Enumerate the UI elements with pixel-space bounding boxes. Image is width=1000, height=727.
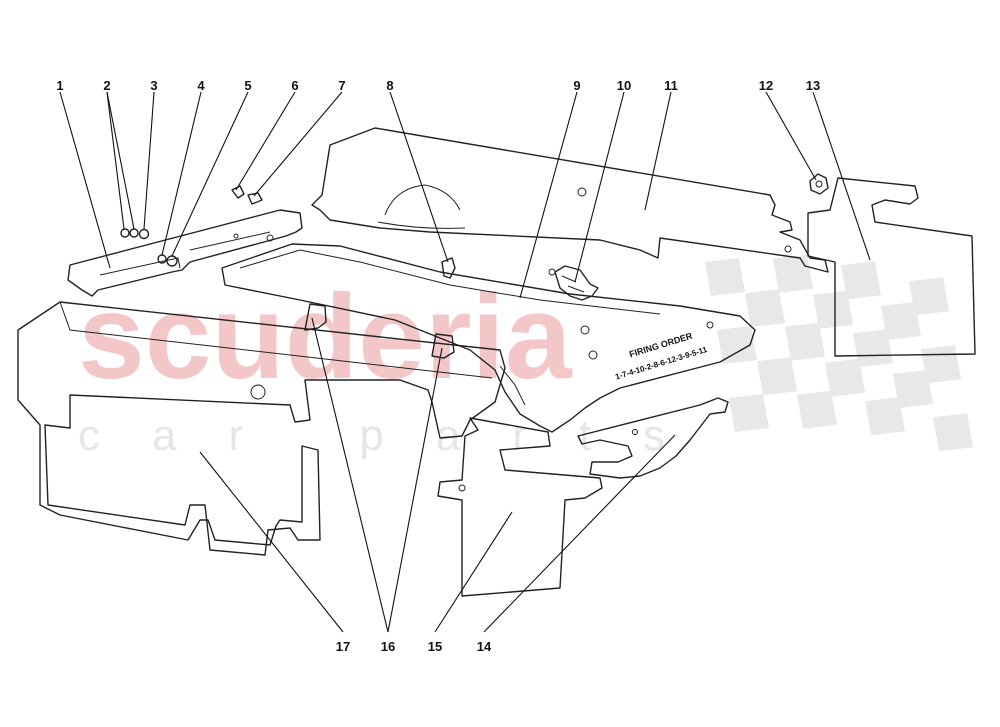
checkered-flag-watermark xyxy=(705,254,973,452)
checker-square xyxy=(865,397,905,436)
checker-square xyxy=(881,302,921,340)
callout-17: 17 xyxy=(336,639,350,654)
checker-square xyxy=(785,322,825,361)
callout-2: 2 xyxy=(103,78,110,93)
checker-square xyxy=(853,329,893,368)
callout-9: 9 xyxy=(573,78,580,93)
leader-lines xyxy=(59,91,871,633)
callout-1: 1 xyxy=(56,78,63,93)
side-panel-13 xyxy=(807,177,976,357)
checker-square xyxy=(797,390,837,429)
checker-square xyxy=(841,261,881,300)
callout-8: 8 xyxy=(386,78,393,93)
checker-square xyxy=(909,277,949,316)
callout-16: 16 xyxy=(381,639,395,654)
watermark-brand: scuderia xyxy=(78,270,573,404)
small-fasteners xyxy=(120,185,263,267)
callout-6: 6 xyxy=(291,78,298,93)
rear-panel-1 xyxy=(67,209,303,297)
callout-15: 15 xyxy=(428,639,442,654)
engine-cover-panel-11 xyxy=(311,127,829,273)
callout-3: 3 xyxy=(150,78,157,93)
checker-square xyxy=(745,289,785,328)
callout-7: 7 xyxy=(338,78,345,93)
heat-shield-15 xyxy=(437,417,603,597)
callout-4: 4 xyxy=(197,78,205,93)
callout-5: 5 xyxy=(244,78,251,93)
checker-square xyxy=(813,290,853,329)
bracket-16-right xyxy=(431,333,455,359)
checker-square xyxy=(757,357,797,396)
connector-10 xyxy=(548,265,599,301)
checker-square xyxy=(893,370,933,408)
checker-square xyxy=(705,258,745,296)
callout-13: 13 xyxy=(806,78,820,93)
front-panel-17 xyxy=(17,301,506,556)
callout-10: 10 xyxy=(617,78,631,93)
grommet-12 xyxy=(809,173,829,195)
checker-square xyxy=(729,394,769,432)
callout-12: 12 xyxy=(759,78,773,93)
watermark-subtitle: car parts xyxy=(78,411,717,460)
strut-14 xyxy=(577,397,729,479)
checker-square xyxy=(825,358,865,397)
checker-square xyxy=(773,254,813,293)
checker-square xyxy=(717,326,757,364)
callout-11: 11 xyxy=(664,78,678,93)
fastener-8 xyxy=(441,257,456,279)
callout-14: 14 xyxy=(477,639,492,654)
checker-square xyxy=(933,413,973,452)
bracket-16-left xyxy=(304,303,327,331)
